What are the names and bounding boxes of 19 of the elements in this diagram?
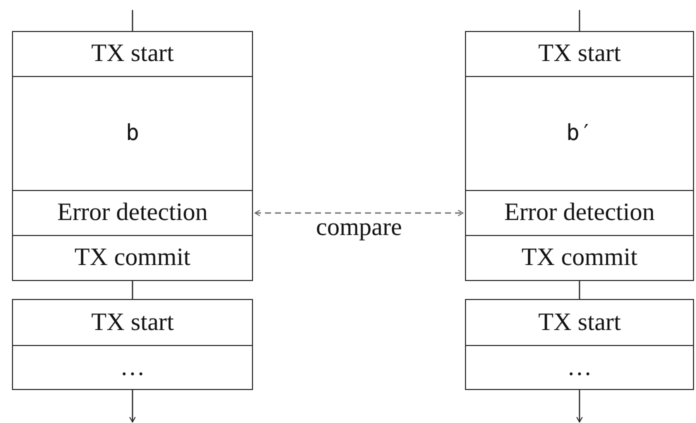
error-detection-cell: Error detection: [465, 190, 694, 236]
tx-commit-cell: TX commit: [465, 235, 694, 281]
connector-line: [578, 10, 580, 31]
code-block-cell: b′: [465, 76, 694, 191]
code-block-cell: b: [12, 76, 253, 191]
tx-start-cell: TX start: [12, 31, 253, 77]
dashed-arrow: [254, 210, 464, 216]
ellipsis-cell: …: [465, 345, 694, 390]
connector-line: [132, 10, 134, 31]
connector-line: [132, 281, 134, 299]
tx-commit-cell: TX commit: [12, 235, 253, 281]
arrow: [129, 390, 136, 422]
tx-start-cell: TX start: [12, 299, 253, 346]
error-detection-cell: Error detection: [12, 190, 253, 236]
tx-start-cell: TX start: [465, 31, 694, 77]
connector-line: [578, 281, 580, 299]
arrow: [576, 390, 583, 422]
ellipsis-cell: …: [12, 345, 253, 390]
tx-start-cell: TX start: [465, 299, 694, 346]
